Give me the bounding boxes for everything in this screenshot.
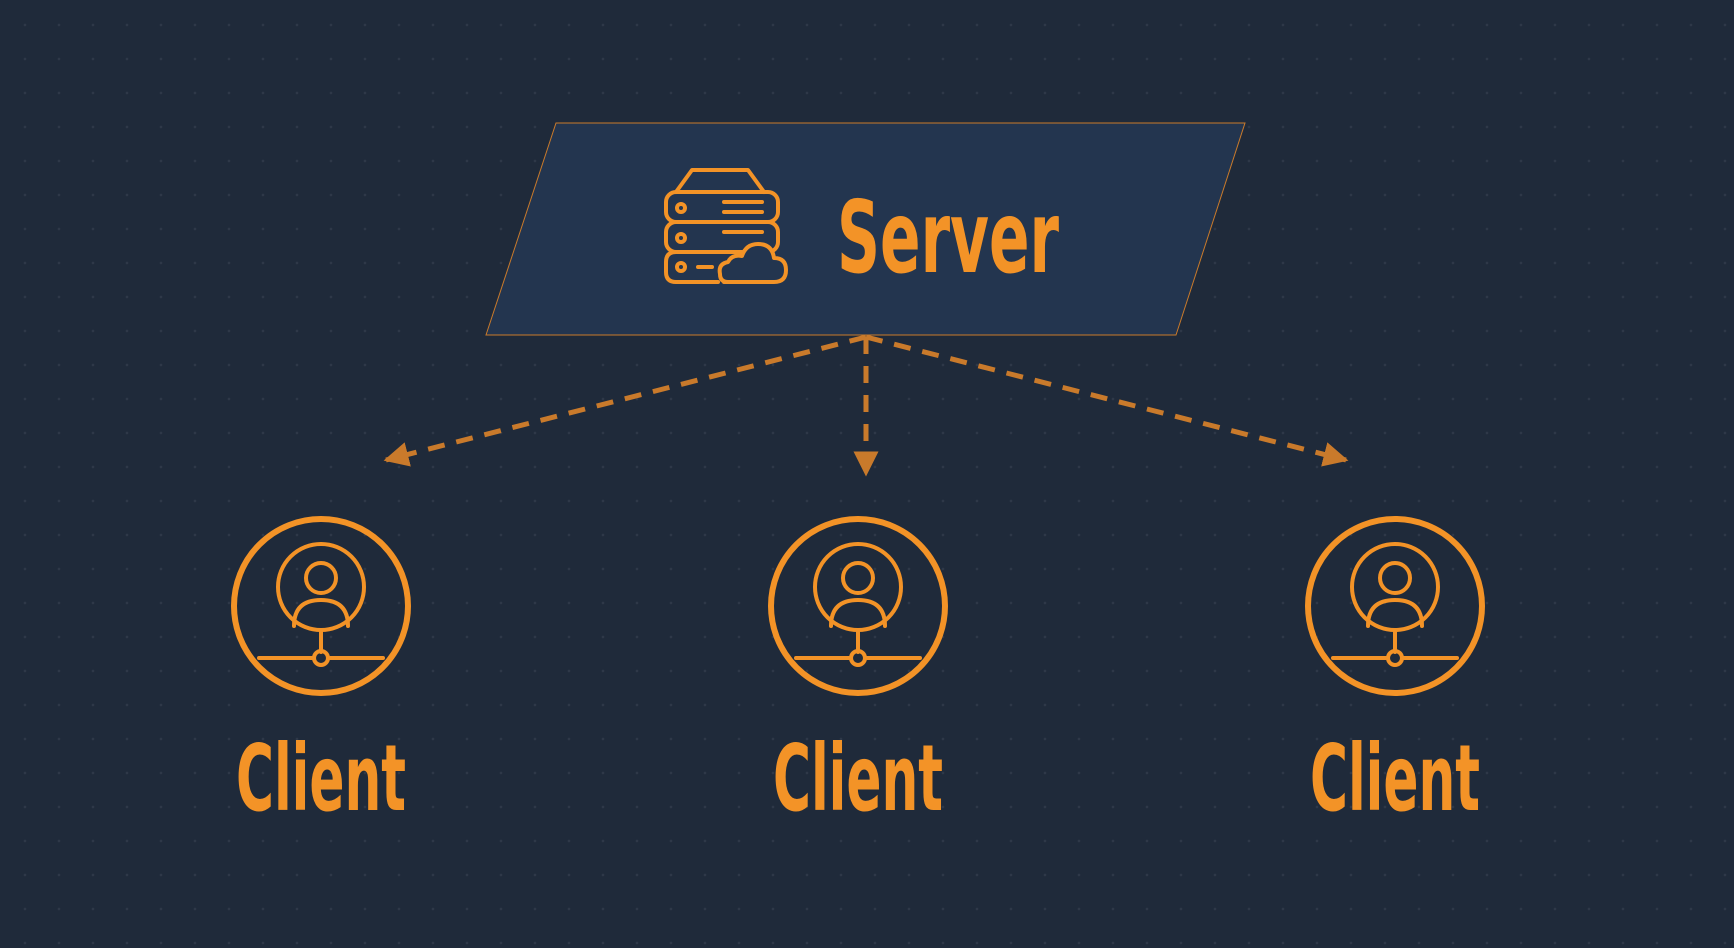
user-network-icon	[1305, 516, 1485, 696]
client-label: Client	[1310, 725, 1480, 832]
client-label: Client	[773, 725, 943, 832]
arrow-to-client-right	[865, 334, 1349, 467]
user-network-icon	[231, 516, 411, 696]
server-cloud-icon	[664, 168, 788, 284]
user-network-icon	[768, 516, 948, 696]
arrow-to-client-left	[383, 334, 867, 467]
server-node: Server	[485, 122, 1246, 336]
client-node: Client	[231, 516, 411, 832]
server-label: Server	[837, 179, 1059, 296]
client-label: Client	[236, 725, 406, 832]
client-node: Client	[1305, 516, 1485, 832]
client-node: Client	[768, 516, 948, 832]
connections	[383, 334, 1349, 477]
